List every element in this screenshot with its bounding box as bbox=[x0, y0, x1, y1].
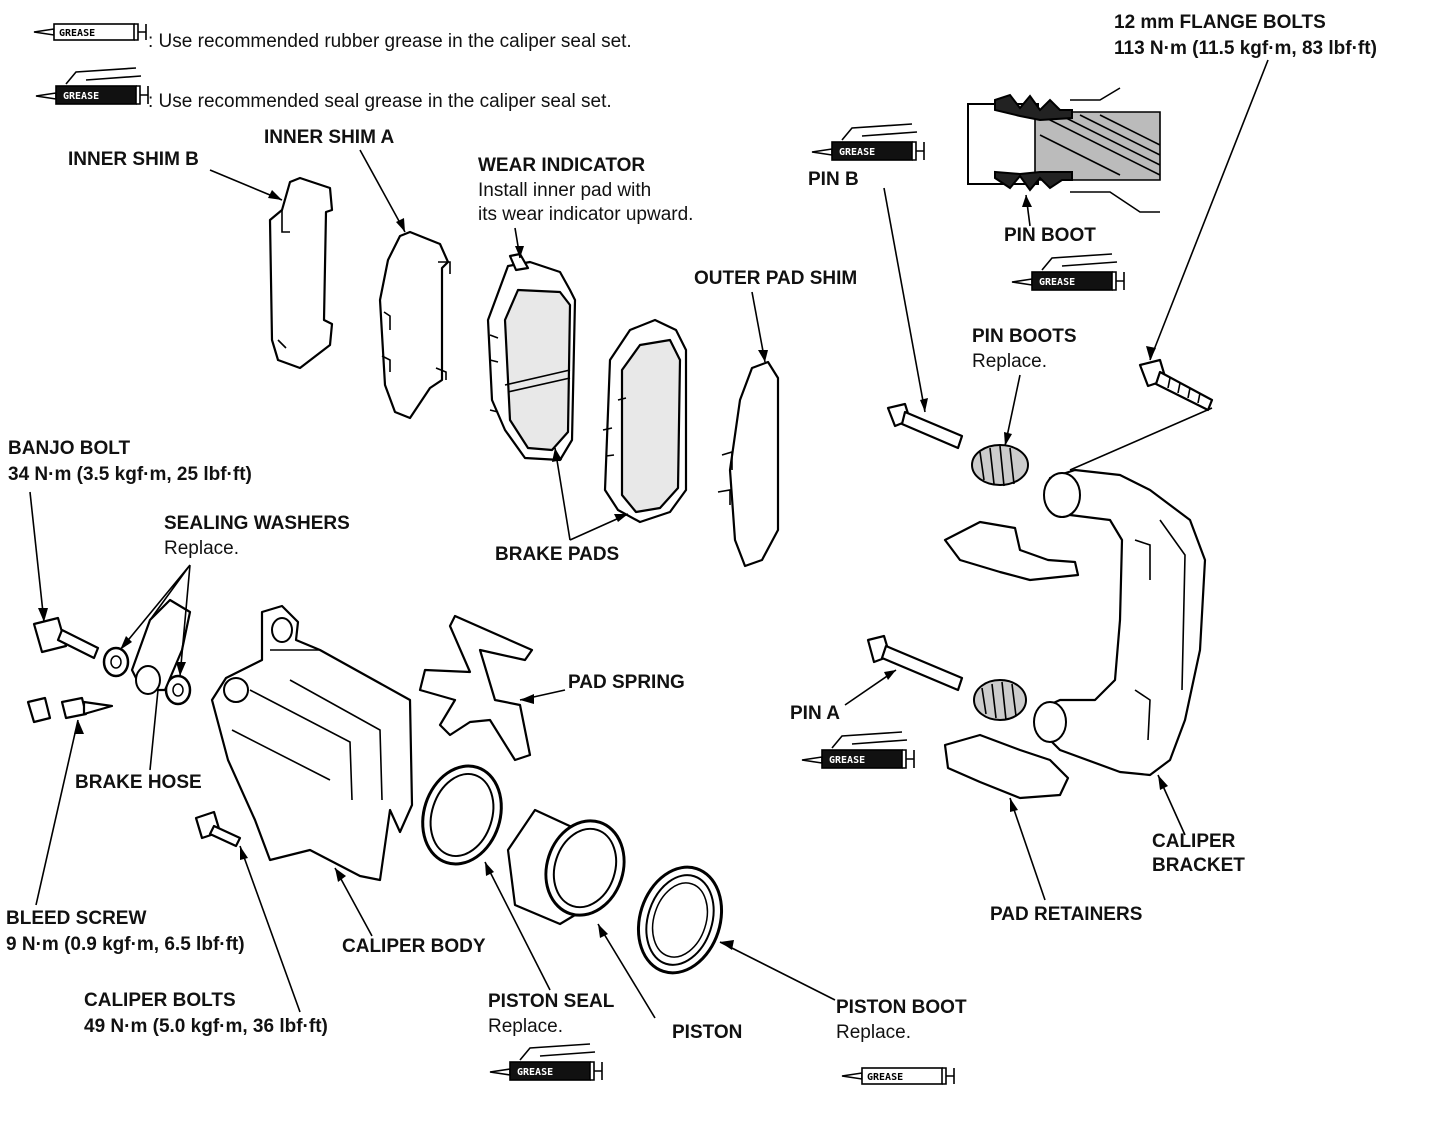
pad-retainers-label: PAD RETAINERS bbox=[990, 904, 1142, 925]
pin-boot-lower-part bbox=[973, 679, 1027, 721]
pin-boot-upper-part bbox=[971, 444, 1029, 487]
flange-bolts-title: 12 mm FLANGE BOLTS bbox=[1114, 12, 1326, 33]
sealing-washer-1-part bbox=[102, 646, 130, 678]
svg-text:GREASE: GREASE bbox=[829, 755, 865, 766]
svg-text:GREASE: GREASE bbox=[63, 91, 99, 102]
leader-arrowheads bbox=[38, 190, 1168, 950]
caliper-body-part bbox=[210, 604, 414, 882]
outer-pad-shim-label: OUTER PAD SHIM bbox=[694, 268, 857, 289]
piston-seal-grease-icon: GREASE bbox=[489, 1043, 603, 1081]
inner-shim-a-part bbox=[378, 230, 451, 420]
piston-label: PISTON bbox=[672, 1022, 742, 1043]
svg-text:GREASE: GREASE bbox=[517, 1067, 553, 1078]
piston-seal-title: PISTON SEAL bbox=[488, 991, 615, 1012]
wear-indicator-note-1: Install inner pad with bbox=[478, 180, 651, 201]
outer-pad-shim-part bbox=[717, 360, 780, 568]
flange-bolt-part bbox=[1138, 358, 1214, 412]
pin-boots-title: PIN BOOTS bbox=[972, 326, 1077, 347]
piston-seal-note: Replace. bbox=[488, 1016, 563, 1037]
inner-shim-b-part bbox=[268, 176, 334, 370]
pin-boot-grease-icon: GREASE bbox=[1011, 253, 1125, 291]
caliper-bracket-line-2: BRACKET bbox=[1152, 855, 1245, 876]
wear-indicator-note-2: its wear indicator upward. bbox=[478, 204, 693, 225]
inner-shim-b-label: INNER SHIM B bbox=[68, 149, 199, 170]
sealing-washers-title: SEALING WASHERS bbox=[164, 513, 350, 534]
pin-b-grease-icon: GREASE bbox=[811, 123, 925, 161]
pin-a-part bbox=[866, 634, 964, 692]
leader-lines bbox=[29, 59, 1269, 1019]
legend-seal-text: : Use recommended seal grease in the cal… bbox=[148, 91, 612, 112]
flange-bolts-spec: 113 N·m (11.5 kgf·m, 83 lbf·ft) bbox=[1114, 38, 1377, 59]
legend-seal-grease: GREASE : Use recommended seal grease in … bbox=[35, 67, 612, 112]
svg-text:GREASE: GREASE bbox=[867, 1072, 903, 1083]
inner-brake-pad-part bbox=[486, 252, 577, 462]
pin-a-label: PIN A bbox=[790, 703, 840, 724]
caliper-bolt-part bbox=[194, 810, 242, 848]
seal-grease-icon: GREASE bbox=[35, 67, 149, 105]
rubber-grease-icon: GREASE bbox=[33, 23, 147, 41]
brake-pads-label: BRAKE PADS bbox=[495, 544, 619, 565]
pin-boot-label: PIN BOOT bbox=[1004, 225, 1096, 246]
svg-text:GREASE: GREASE bbox=[839, 147, 875, 158]
piston-seal-part bbox=[421, 764, 503, 866]
piston-boot-note: Replace. bbox=[836, 1022, 911, 1043]
pin-b-label: PIN B bbox=[808, 169, 859, 190]
bleed-screw-title: BLEED SCREW bbox=[6, 908, 146, 929]
legend-rubber-text: : Use recommended rubber grease in the c… bbox=[148, 31, 632, 52]
pad-spring-label: PAD SPRING bbox=[568, 672, 685, 693]
piston-part bbox=[506, 808, 626, 926]
legend-rubber-grease: GREASE : Use recommended rubber grease i… bbox=[33, 23, 632, 52]
sealing-washers-note: Replace. bbox=[164, 538, 239, 559]
pin-boot-section-part bbox=[967, 87, 1161, 213]
banjo-bolt-spec: 34 N·m (3.5 kgf·m, 25 lbf·ft) bbox=[8, 464, 252, 485]
piston-boot-title: PISTON BOOT bbox=[836, 997, 967, 1018]
pad-spring-part bbox=[418, 614, 534, 762]
inner-shim-a-label: INNER SHIM A bbox=[264, 127, 394, 148]
banjo-bolt-title: BANJO BOLT bbox=[8, 438, 130, 459]
svg-text:GREASE: GREASE bbox=[1039, 277, 1075, 288]
pin-boots-note: Replace. bbox=[972, 351, 1047, 372]
outer-brake-pad-part bbox=[602, 318, 688, 524]
caliper-bracket-part bbox=[1033, 468, 1207, 777]
wear-indicator-title: WEAR INDICATOR bbox=[478, 155, 645, 176]
pad-retainer-upper-part bbox=[943, 520, 1080, 582]
bleed-screw-part bbox=[26, 696, 114, 724]
svg-text:GREASE: GREASE bbox=[59, 28, 95, 39]
brake-hose-label: BRAKE HOSE bbox=[75, 772, 202, 793]
pad-retainer-lower-part bbox=[943, 733, 1070, 800]
caliper-bolts-spec: 49 N·m (5.0 kgf·m, 36 lbf·ft) bbox=[84, 1016, 328, 1037]
bleed-screw-spec: 9 N·m (0.9 kgf·m, 6.5 lbf·ft) bbox=[6, 934, 245, 955]
caliper-bolts-title: CALIPER BOLTS bbox=[84, 990, 236, 1011]
piston-boot-grease-icon: GREASE bbox=[841, 1067, 955, 1085]
piston-boot-part bbox=[636, 865, 724, 975]
brake-hose-part bbox=[130, 598, 192, 695]
banjo-bolt-part bbox=[32, 616, 100, 660]
caliper-body-label: CALIPER BODY bbox=[342, 936, 486, 957]
pin-b-part bbox=[886, 402, 964, 450]
pin-a-grease-icon: GREASE bbox=[801, 731, 915, 769]
caliper-bracket-line-1: CALIPER bbox=[1152, 831, 1236, 852]
